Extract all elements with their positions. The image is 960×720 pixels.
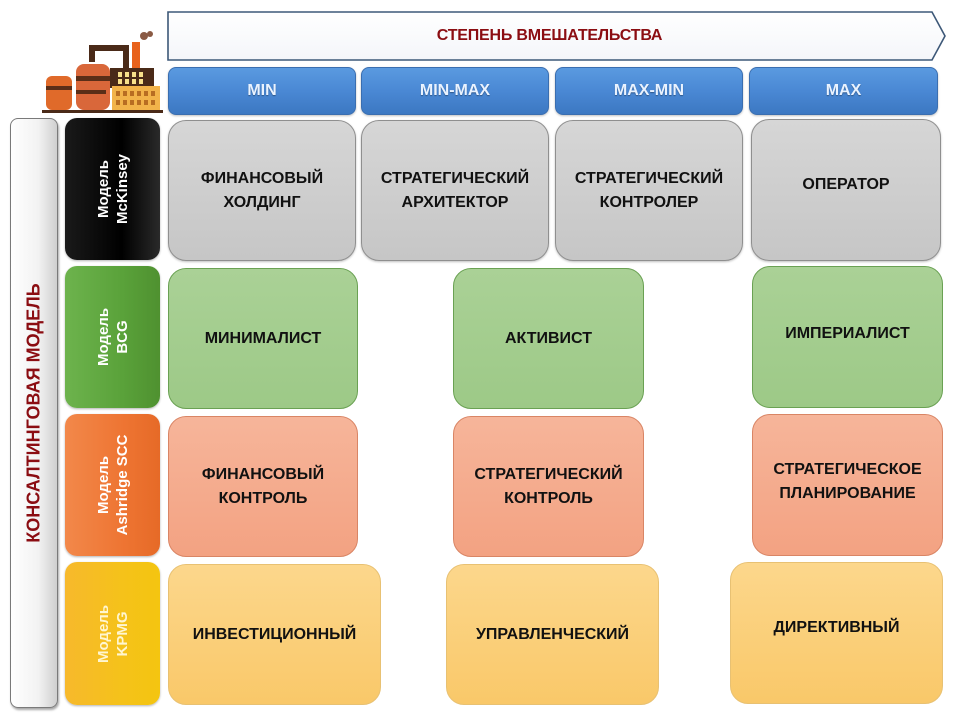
cell-bcg-minimalist: МИНИМАЛИСТ	[168, 268, 358, 409]
cell-bcg-imperialist: ИМПЕРИАЛИСТ	[752, 266, 943, 408]
cell-text-line1: ДИРЕКТИВНЫЙ	[773, 619, 900, 636]
column-header-min-max: MIN-MAX	[361, 67, 549, 115]
cell-text-line2: ХОЛДИНГ	[223, 193, 301, 211]
cell-text-line2: АРХИТЕКТОР	[401, 193, 509, 211]
cell-text-line1: ИМПЕРИАЛИСТ	[785, 325, 910, 342]
cell-text-line1: УПРАВЛЕНЧЕСКИЙ	[475, 625, 630, 643]
cell-bcg-activist: АКТИВИСТ	[453, 268, 644, 409]
intervention-degree-title: СТЕПЕНЬ ВМЕШАТЕЛЬСТВА	[436, 27, 663, 44]
cell-text-line1: СТРАТЕГИЧЕСКОЕ	[773, 461, 922, 478]
intervention-degree-arrow: СТЕПЕНЬ ВМЕШАТЕЛЬСТВА	[167, 11, 947, 61]
cell-mckinsey-financial-holding: ФИНАНСОВЫЙ ХОЛДИНГ	[168, 120, 356, 261]
consulting-model-label: КОНСАЛТИНГОВАЯ МОДЕЛЬ	[10, 118, 58, 708]
model-label-line2: Ashridge SCC	[113, 434, 131, 536]
cell-mckinsey-strategic-architect: СТРАТЕГИЧЕСКИЙ АРХИТЕКТОР	[361, 120, 549, 261]
cell-text-line1: МИНИМАЛИСТ	[204, 329, 322, 347]
cell-text-line1: ИНВЕСТИЦИОННЫЙ	[192, 625, 357, 643]
model-label-bcg: Модель BCG	[65, 266, 160, 408]
cell-mckinsey-strategic-controller: СТРАТЕГИЧЕСКИЙ КОНТРОЛЕР	[555, 120, 743, 261]
cell-ashridge-strategic-planning: СТРАТЕГИЧЕСКОЕ ПЛАНИРОВАНИЕ	[752, 414, 943, 556]
column-header-min: MIN	[168, 67, 356, 115]
model-label-line2: McKinsey	[113, 153, 131, 225]
model-label-ashridge: Модель Ashridge SCC	[65, 414, 160, 556]
cell-text-line2: КОНТРОЛЬ	[504, 489, 593, 507]
model-label-kpmg: Модель KPMG	[65, 562, 160, 705]
cell-kpmg-investment: ИНВЕСТИЦИОННЫЙ	[168, 564, 381, 705]
model-label-line1: Модель	[94, 604, 112, 663]
cell-text-line1: СТРАТЕГИЧЕСКИЙ	[574, 169, 724, 187]
cell-kpmg-directive: ДИРЕКТИВНЫЙ	[730, 562, 943, 704]
model-label-line1: Модель	[94, 455, 112, 515]
column-header-max: MAX	[749, 67, 938, 115]
cell-mckinsey-operator: ОПЕРАТОР	[751, 119, 941, 261]
cell-text-line1: СТРАТЕГИЧЕСКИЙ	[380, 169, 530, 187]
cell-text-line1: ОПЕРАТОР	[802, 176, 890, 193]
cell-text-line1: ФИНАНСОВЫЙ	[200, 169, 324, 187]
model-label-line2: KPMG	[113, 611, 131, 657]
model-label-mckinsey: Модель McKinsey	[65, 118, 160, 260]
cell-ashridge-financial-control: ФИНАНСОВЫЙ КОНТРОЛЬ	[168, 416, 358, 557]
cell-text-line2: ПЛАНИРОВАНИЕ	[779, 485, 916, 502]
model-label-line1: Модель	[94, 159, 112, 219]
column-header-max-min: MAX-MIN	[555, 67, 743, 115]
cell-text-line1: АКТИВИСТ	[505, 329, 592, 347]
cell-text-line1: СТРАТЕГИЧЕСКИЙ	[474, 465, 623, 483]
model-label-line2: BCG	[113, 320, 131, 354]
cell-kpmg-managerial: УПРАВЛЕНЧЕСКИЙ	[446, 564, 659, 705]
consulting-model-text: КОНСАЛТИНГОВАЯ МОДЕЛЬ	[23, 283, 44, 543]
cell-text-line1: ФИНАНСОВЫЙ	[201, 465, 325, 483]
model-label-line1: Модель	[94, 307, 112, 367]
cell-text-line2: КОНТРОЛЬ	[218, 489, 308, 507]
cell-ashridge-strategic-control: СТРАТЕГИЧЕСКИЙ КОНТРОЛЬ	[453, 416, 644, 557]
factory-icon	[40, 28, 165, 113]
cell-text-line2: КОНТРОЛЕР	[599, 193, 699, 211]
arrow-shape-icon	[167, 11, 946, 61]
